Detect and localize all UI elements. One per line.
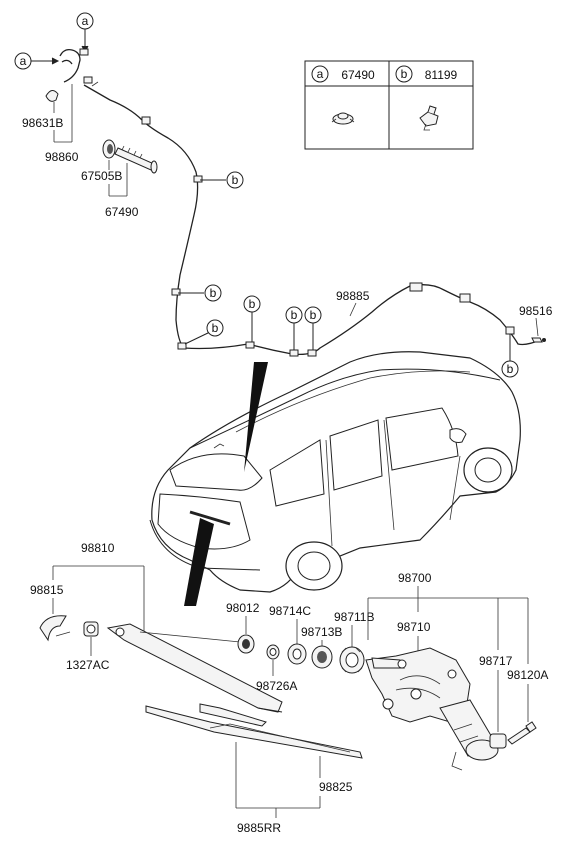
label-98717: 98717	[479, 654, 513, 668]
hose-clip-callouts: b b b b b b b	[178, 171, 519, 378]
legend-table: a 67490 b 81199	[304, 60, 474, 150]
callout-b-5: b	[291, 308, 298, 322]
washer-hose	[83, 81, 546, 357]
label-98012: 98012	[226, 601, 260, 615]
label-67505B: 67505B	[81, 169, 122, 183]
legend-part-b: 81199	[425, 68, 458, 82]
legend-letter-a: a	[317, 67, 324, 81]
label-9885RR: 9885RR	[237, 821, 281, 835]
washer-nozzle-group: a a 98631B 98860 67505B	[14, 12, 158, 219]
callout-b-2: b	[210, 286, 217, 300]
hose-connector	[114, 145, 158, 174]
callout-a-top: a	[82, 14, 89, 28]
callout-b-6: b	[310, 308, 317, 322]
label-98714C: 98714C	[269, 604, 311, 618]
callout-a-left: a	[20, 54, 27, 68]
callout-b-3: b	[212, 321, 219, 335]
label-98631B: 98631B	[22, 116, 63, 130]
label-67490: 67490	[105, 205, 139, 219]
grommet-part	[102, 139, 116, 159]
label-98711B: 98711B	[334, 610, 374, 624]
label-98860: 98860	[45, 150, 79, 164]
legend-letter-b: b	[401, 67, 408, 81]
vehicle-illustration	[149, 351, 521, 606]
label-98726A: 98726A	[256, 679, 297, 693]
clip-icon	[419, 105, 439, 131]
wiper-motor	[365, 647, 499, 771]
label-98700: 98700	[398, 571, 432, 585]
label-98885: 98885	[336, 289, 370, 303]
legend-part-a: 67490	[341, 68, 375, 82]
pointer-wiper	[184, 518, 214, 606]
label-98810: 98810	[81, 541, 115, 555]
wiper-arm-group: 98810 98815 1327AC 98825 9885RR	[30, 541, 363, 835]
label-98713B: 98713B	[301, 625, 342, 639]
label-98516: 98516	[519, 304, 553, 318]
label-98825: 98825	[319, 780, 353, 794]
callout-b-1: b	[232, 173, 239, 187]
pointer-nozzle	[244, 362, 268, 472]
label-98120A: 98120A	[507, 668, 548, 682]
label-98710: 98710	[397, 620, 431, 634]
wiper-motor-group: 98012 98726A 98714C 98713B 98711B 98700	[226, 571, 548, 771]
grommet-icon	[331, 112, 355, 125]
callout-b-4: b	[249, 297, 256, 311]
label-1327AC: 1327AC	[66, 658, 110, 672]
callout-b-7: b	[507, 362, 514, 376]
label-98815: 98815	[30, 583, 64, 597]
